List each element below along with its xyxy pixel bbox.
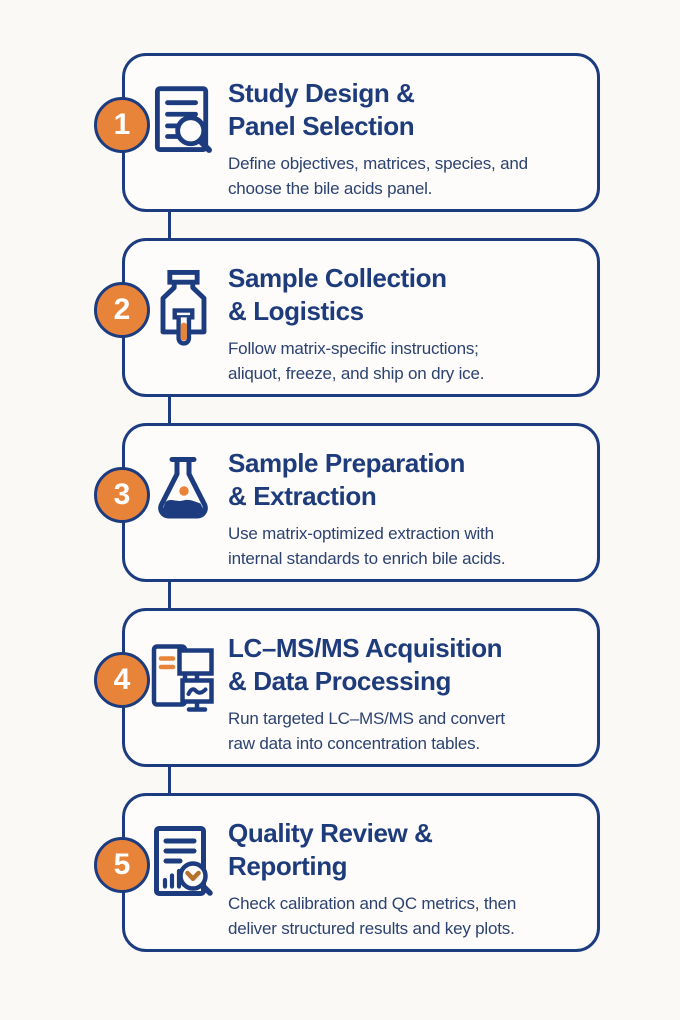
description-line: raw data into concentration tables. [228,734,480,753]
step-number: 2 [113,293,131,326]
step-number: 1 [113,108,131,141]
title-line: & Extraction [228,481,377,511]
step-card-4: 4 LC–MS/MS Acquisition & Data Processing… [94,608,600,767]
report-review-icon [151,817,215,903]
step-number-badge: 4 [94,652,150,708]
description-line: Run targeted LC–MS/MS and convert [228,709,505,728]
description-line: deliver structured results and key plots… [228,919,515,938]
step-title: Sample Preparation & Extraction [228,447,505,513]
step-card-1: 1 Study Design & Panel Selection Define … [94,53,600,212]
step-description: Run targeted LC–MS/MS and convert raw da… [228,706,505,756]
step-title: Study Design & Panel Selection [228,77,528,143]
step-title: LC–MS/MS Acquisition & Data Processing [228,632,505,698]
step-description: Define objectives, matrices, species, an… [228,151,528,201]
title-line: Reporting [228,851,348,881]
step-number-badge: 2 [94,282,150,338]
title-line: & Data Processing [228,666,451,696]
step-title: Quality Review & Reporting [228,817,516,883]
title-line: Sample Collection [228,263,447,293]
title-line: Study Design & [228,78,415,108]
title-line: Sample Preparation [228,448,465,478]
description-line: Use matrix-optimized extraction with [228,524,494,543]
title-line: Panel Selection [228,111,415,141]
description-line: internal standards to enrich bile acids. [228,549,506,568]
step-number-badge: 5 [94,837,150,893]
title-line: LC–MS/MS Acquisition [228,633,503,663]
step-number: 5 [113,848,131,881]
title-line: Quality Review & [228,818,433,848]
flask-icon [151,447,215,527]
description-line: Follow matrix-specific instructions; [228,339,479,358]
step-card-2: 2 Sample Collection & Logistics Follow m… [94,238,600,397]
step-number: 4 [113,663,131,696]
title-line: & Logistics [228,296,364,326]
step-description: Check calibration and QC metrics, then d… [228,891,516,941]
instrument-monitor-icon [151,632,215,716]
connector-line [168,582,171,608]
description-line: Define objectives, matrices, species, an… [228,154,528,173]
step-title: Sample Collection & Logistics [228,262,484,328]
connector-line [168,397,171,423]
step-description: Follow matrix-specific instructions; ali… [228,336,484,386]
step-number-badge: 3 [94,467,150,523]
workflow-steps: 1 Study Design & Panel Selection Define … [94,53,600,952]
connector-line [168,767,171,793]
description-line: Check calibration and QC metrics, then [228,894,517,913]
connector-line [168,212,171,238]
step-description: Use matrix-optimized extraction with int… [228,521,506,571]
step-number-badge: 1 [94,97,150,153]
step-card-3: 3 Sample Preparation & Extraction Use ma… [94,423,600,582]
description-line: aliquot, freeze, and ship on dry ice. [228,364,485,383]
step-card-5: 5 Quality Review & Reporting Check calib… [94,793,600,952]
document-search-icon [151,77,215,159]
step-number: 3 [113,478,131,511]
sample-bottle-icon [151,262,215,350]
description-line: choose the bile acids panel. [228,179,433,198]
